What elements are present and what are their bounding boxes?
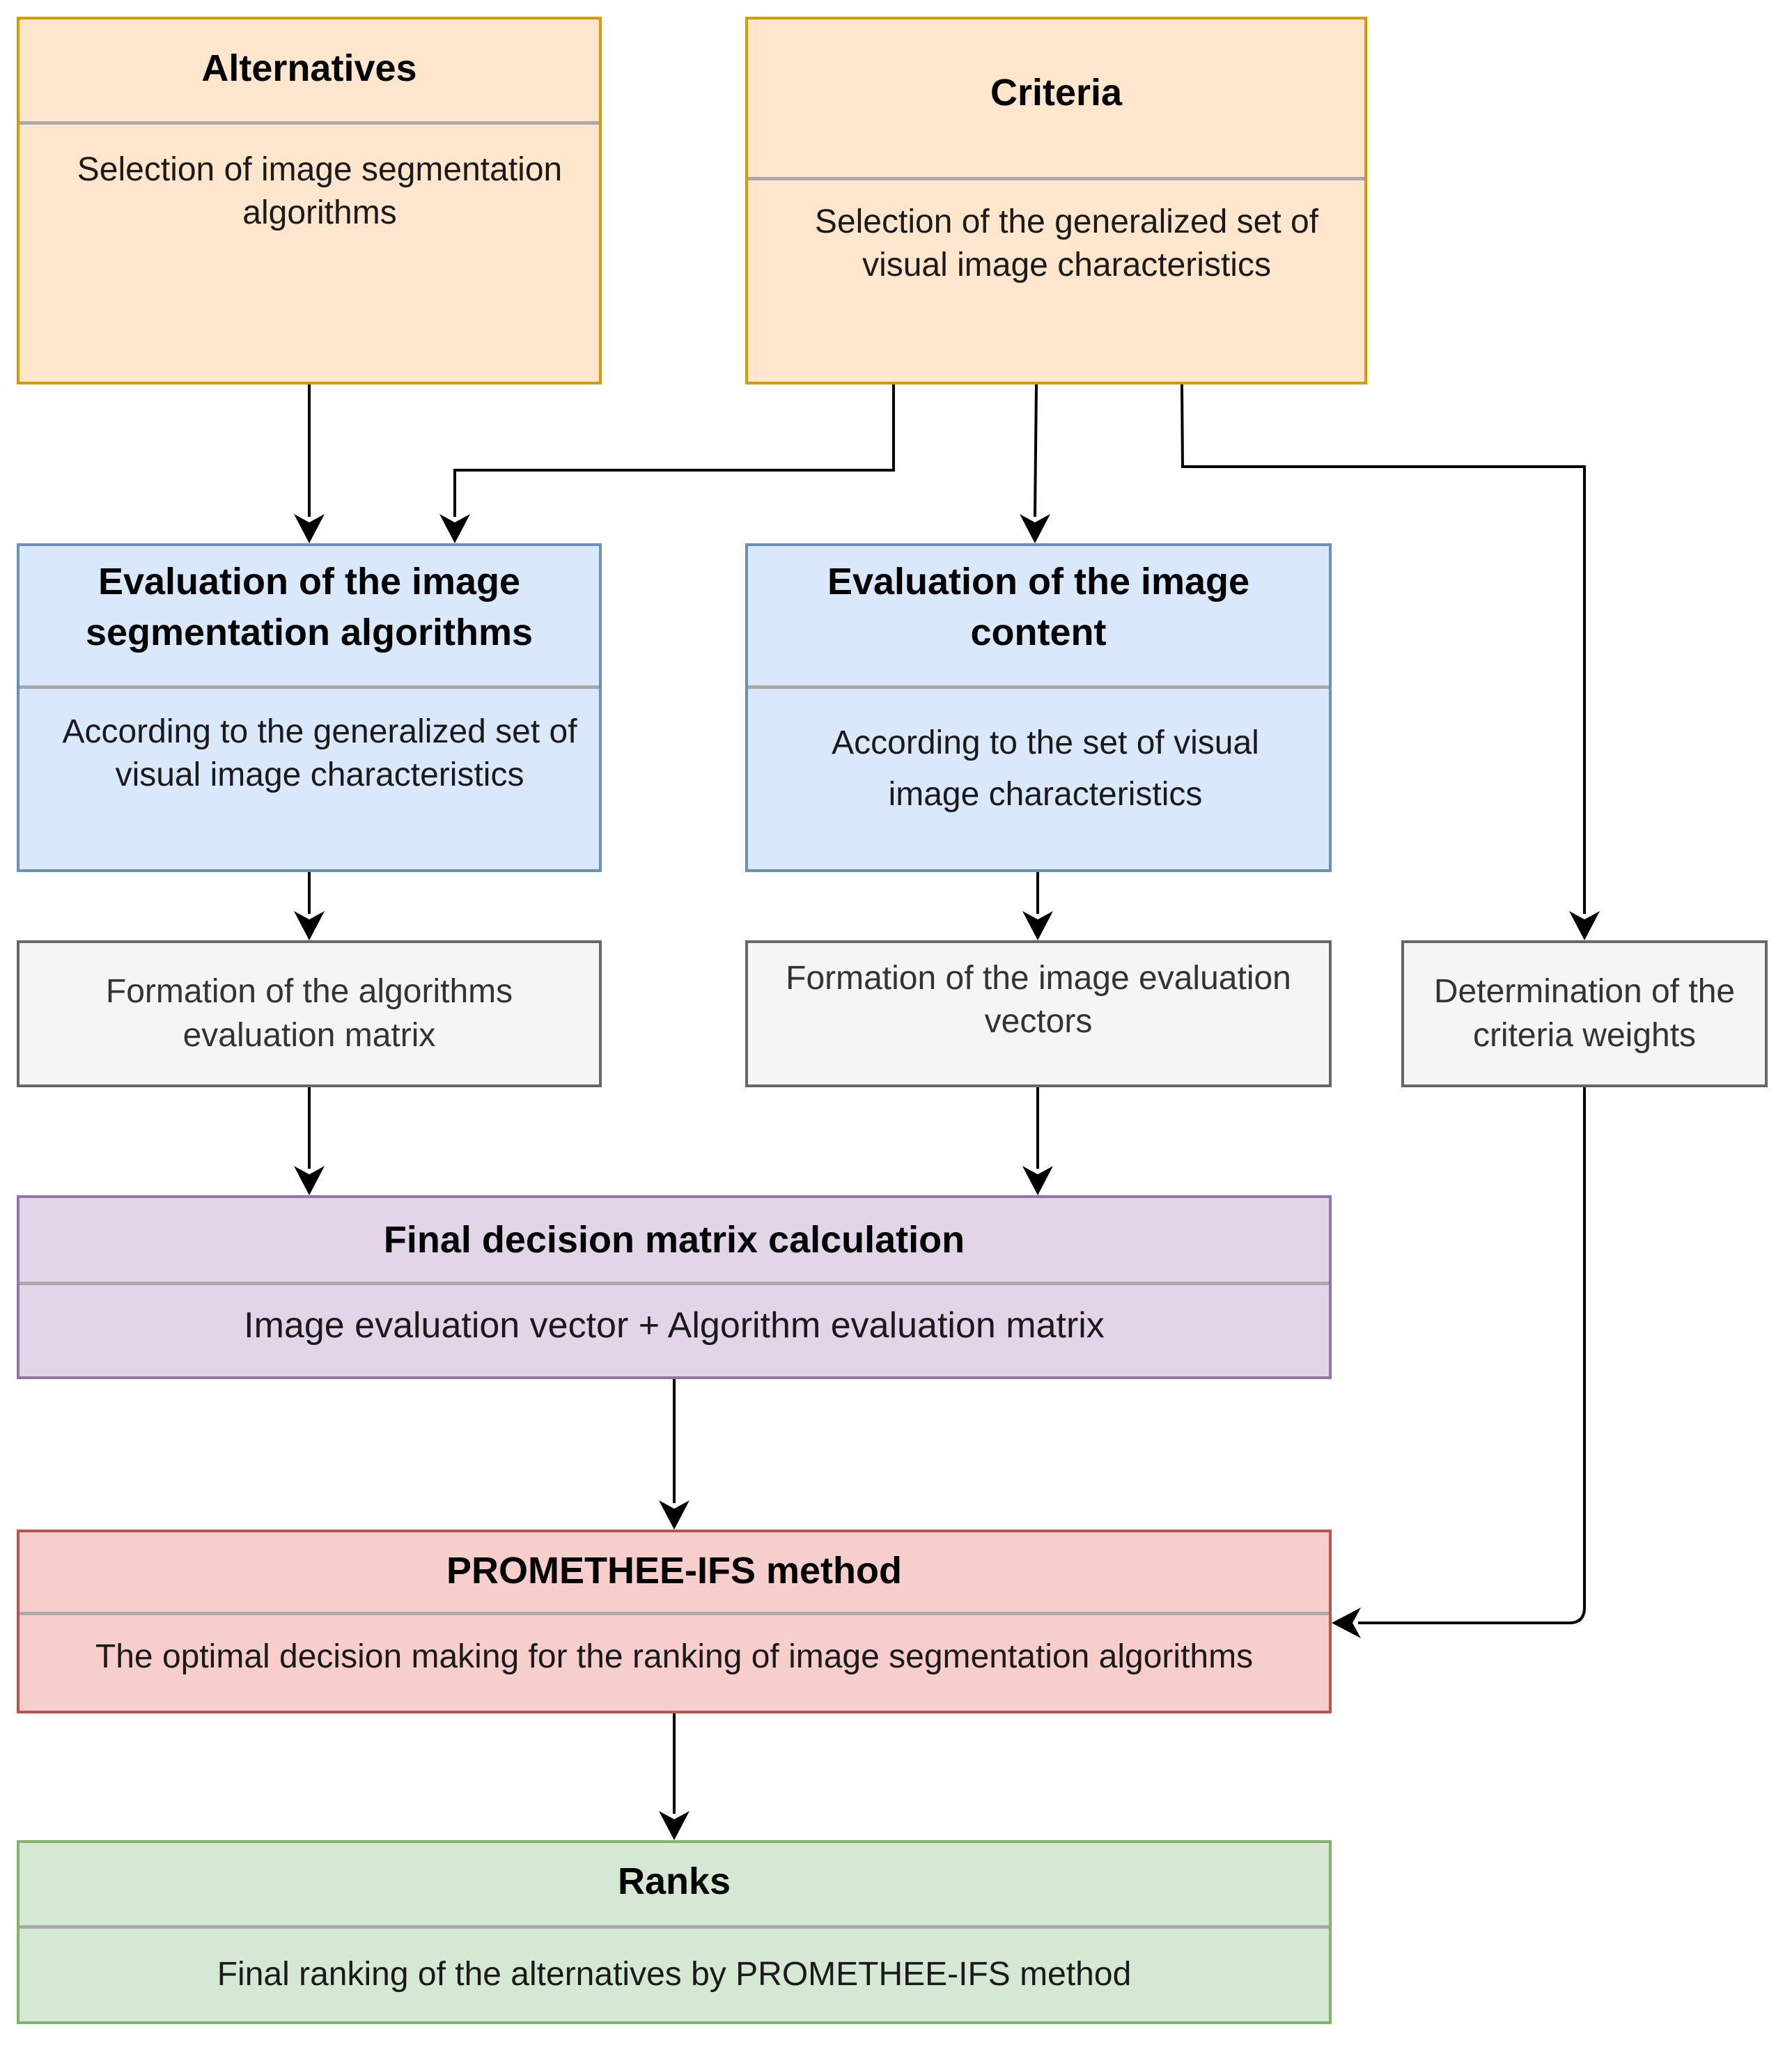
arrowhead-final-right — [1022, 1166, 1053, 1195]
final-matrix-text: Image evaluation vector + Algorithm eval… — [244, 1305, 1105, 1346]
alternatives-box: Alternatives Selection of image segmenta… — [17, 17, 602, 384]
algorithms-matrix-box: Formation of the algorithms evaluation m… — [17, 940, 602, 1087]
final-matrix-divider — [20, 1282, 1329, 1285]
criteria-box: Criteria Selection of the generalized se… — [745, 17, 1367, 384]
alternatives-text: Selection of image segmentation algorith… — [77, 151, 563, 232]
criteria-title: Criteria — [990, 71, 1123, 114]
promethee-title: PROMETHEE-IFS method — [446, 1549, 902, 1592]
eval-algorithms-title: Evaluation of the image segmentation alg… — [85, 561, 533, 653]
arrow-criteria-to-eval-content — [1034, 384, 1038, 518]
alternatives-divider — [20, 121, 599, 125]
promethee-box: PROMETHEE-IFS method The optimal decisio… — [17, 1530, 1332, 1713]
arrowhead-final-left — [294, 1166, 325, 1195]
criteria-weights-box: Determination of the criteria weights — [1401, 940, 1768, 1087]
alternatives-title: Alternatives — [201, 47, 417, 89]
arrowhead-ranks — [659, 1811, 689, 1840]
image-vectors-box: Formation of the image evaluation vector… — [745, 940, 1332, 1087]
arrow-criteria-to-weights — [1181, 384, 1586, 914]
eval-algorithms-text: According to the generalized set of visu… — [62, 713, 577, 794]
eval-algorithms-divider — [20, 685, 599, 689]
ranks-divider — [20, 1925, 1329, 1929]
arrow-criteria-to-eval-algorithms — [453, 384, 895, 517]
final-matrix-title: Final decision matrix calculation — [383, 1218, 965, 1261]
criteria-divider — [748, 177, 1364, 180]
eval-content-text: According to the set of visual image cha… — [832, 724, 1259, 814]
arrowhead-algorithms-matrix — [294, 911, 325, 940]
eval-content-divider — [748, 685, 1329, 689]
eval-content-box: Evaluation of the image content Accordin… — [745, 543, 1332, 872]
eval-content-title: Evaluation of the image content — [827, 561, 1250, 653]
arrowhead-promethee-top — [659, 1500, 689, 1530]
eval-algorithms-box: Evaluation of the image segmentation alg… — [17, 543, 602, 872]
arrowhead-image-vectors — [1022, 911, 1053, 940]
arrowhead-eval-algorithms-left — [294, 514, 325, 543]
arrowhead-promethee-right — [1332, 1608, 1361, 1638]
ranks-text: Final ranking of the alternatives by PRO… — [217, 1956, 1132, 1993]
arrowhead-eval-algorithms-right — [439, 514, 470, 543]
ranks-box: Ranks Final ranking of the alternatives … — [17, 1840, 1332, 2024]
arrowhead-criteria-weights — [1569, 911, 1600, 940]
ranks-title: Ranks — [617, 1860, 731, 1902]
criteria-text: Selection of the generalized set of visu… — [814, 203, 1319, 284]
final-matrix-box: Final decision matrix calculation Image … — [17, 1195, 1332, 1379]
promethee-text: The optimal decision making for the rank… — [95, 1638, 1254, 1675]
promethee-divider — [20, 1612, 1329, 1615]
arrow-weights-to-promethee — [1358, 1087, 1586, 1624]
arrowhead-eval-content — [1020, 514, 1050, 543]
